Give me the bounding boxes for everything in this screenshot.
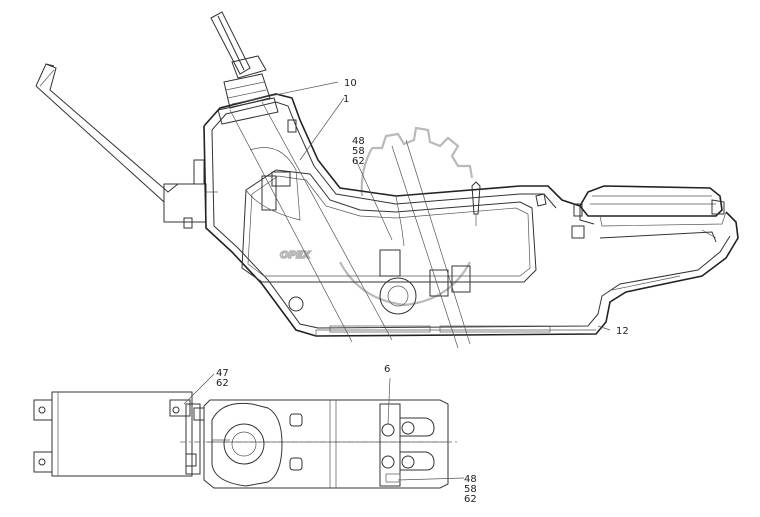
mount-bracket [163,159,218,229]
top-leaders [231,81,611,331]
callout-47: 47 [216,368,229,379]
bottom-plan-view: 47 62 6 48 58 62 [33,364,477,505]
callout-58: 58 [464,484,477,495]
callout-62: 62 [352,156,365,167]
screw [471,181,481,215]
callout-12: 12 [616,326,629,337]
callout-58: 58 [352,146,365,157]
joystick-lever [210,11,279,125]
bottom-leaders [183,373,465,481]
callout-62: 62 [216,378,229,389]
callout-48: 48 [352,136,365,147]
mount-hole [288,296,304,312]
callout-48: 48 [464,474,477,485]
plan-console-body [180,399,460,489]
plan-bracket-plate [33,391,205,477]
callout-62: 62 [464,494,477,505]
armrest-pad [571,185,727,291]
callout-1: 1 [343,94,349,105]
console-housing [203,93,739,349]
top-side-view: 10 1 48 58 62 12 [35,11,739,349]
watermark-text: OPEX [280,250,312,261]
callout-10: 10 [344,78,357,89]
handle-bar [35,63,179,203]
callout-6: 6 [384,364,390,375]
